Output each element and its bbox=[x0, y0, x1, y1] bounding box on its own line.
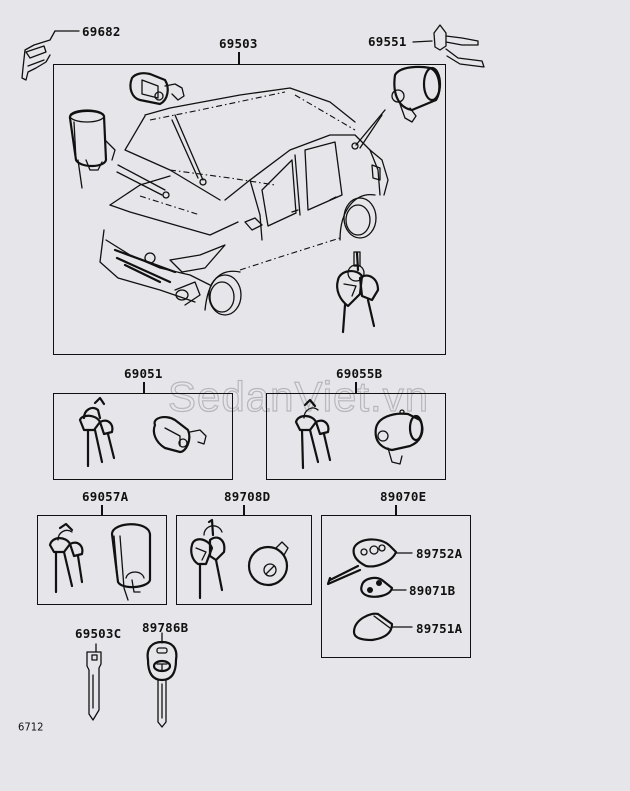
keys-69055B-icon bbox=[294, 398, 332, 470]
leader-69503 bbox=[238, 52, 240, 64]
ignition-cylinder-icon bbox=[68, 109, 170, 199]
key-set-icon bbox=[336, 251, 380, 334]
back-door-lock-cylinder-icon bbox=[351, 65, 442, 150]
keys-69057A-icon bbox=[48, 522, 84, 594]
part-label-69055B: 69055B bbox=[336, 366, 383, 381]
leader-89708D bbox=[243, 505, 245, 515]
clip-69682-icon bbox=[21, 30, 80, 81]
group-box-89070E bbox=[321, 515, 471, 658]
part-label-69057A: 69057A bbox=[82, 489, 129, 504]
part-label-89786B: 89786B bbox=[142, 620, 189, 635]
part-label-69503C: 69503C bbox=[75, 626, 122, 641]
door-lock-cylinder-69051-icon bbox=[152, 416, 207, 454]
leader-69055B bbox=[355, 382, 357, 393]
leader-69051 bbox=[143, 382, 145, 393]
part-label-69503: 69503 bbox=[219, 36, 258, 51]
ignition-cylinder-69057A-icon bbox=[110, 523, 152, 601]
key-cover-89751A-icon bbox=[352, 612, 413, 642]
key-blank-69503C-icon bbox=[86, 643, 102, 721]
clip-69551-icon bbox=[412, 24, 485, 68]
keys-69051-icon bbox=[78, 396, 116, 468]
figure-code: 6712 bbox=[18, 721, 44, 734]
leader-89070E bbox=[395, 505, 397, 515]
part-label-89070E: 89070E bbox=[380, 489, 427, 504]
transmitter-board-89071B-icon bbox=[360, 576, 407, 598]
group-box-69057A bbox=[37, 515, 167, 605]
transponder-key-89786B-icon bbox=[146, 632, 178, 728]
car-illustration-icon bbox=[99, 87, 389, 316]
part-label-69051: 69051 bbox=[124, 366, 163, 381]
leader-69057A bbox=[101, 505, 103, 515]
group-box-89708D bbox=[176, 515, 312, 605]
back-door-lock-cylinder-69055B-icon bbox=[374, 409, 424, 465]
group-box-69055B bbox=[266, 393, 446, 480]
part-label-89071B: 89071B bbox=[409, 583, 456, 598]
part-label-69682: 69682 bbox=[82, 24, 121, 39]
group-box-69051 bbox=[53, 393, 233, 480]
part-label-89752A: 89752A bbox=[416, 546, 463, 561]
remote-key-89752A-icon bbox=[326, 538, 413, 586]
part-label-89751A: 89751A bbox=[416, 621, 463, 636]
door-lock-cylinder-icon bbox=[129, 72, 207, 186]
part-label-89708D: 89708D bbox=[224, 489, 271, 504]
ignition-switch-89708D-icon bbox=[247, 541, 289, 587]
group-box-69503 bbox=[53, 64, 446, 355]
part-label-69551: 69551 bbox=[368, 34, 407, 49]
transmitter-keys-89708D-icon bbox=[190, 518, 226, 600]
